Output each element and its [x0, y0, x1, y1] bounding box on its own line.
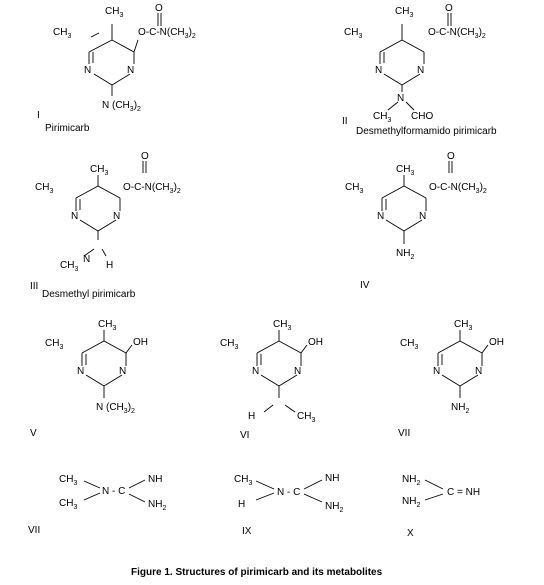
hydroxyl-label: OH — [133, 337, 148, 348]
dimethylamino-label: N (CH3)2 — [102, 100, 141, 113]
structure-vii-ring: CH3 CH3 OH N N NH2 VII — [398, 319, 504, 439]
structure-vii-guanidine: CH3 CH3 N - C NH NH2 VII — [28, 474, 166, 536]
amino-label: NH2 — [402, 496, 420, 509]
formyl-label: CHO — [411, 111, 433, 122]
oxygen-label: O — [445, 3, 453, 14]
structure-name: Desmethyl pirimicarb — [42, 289, 136, 300]
h-label: H — [248, 411, 255, 422]
ring-n-label: N — [433, 366, 440, 377]
ring-n-label: N — [127, 65, 134, 76]
ch3-label: CH3 — [220, 338, 238, 351]
ch3-label: CH3 — [35, 182, 53, 195]
carbamate-label: O-C-N(CH3)2 — [428, 27, 486, 40]
structure-numeral: IV — [360, 280, 370, 291]
amino-label: NH2 — [451, 402, 469, 415]
amino-label: NH2 — [325, 501, 343, 514]
ch3-label: CH3 — [400, 338, 418, 351]
hydroxyl-label: OH — [489, 337, 504, 348]
ch3-label: CH3 — [454, 319, 472, 332]
ch3-label: CH3 — [45, 338, 63, 351]
ring-n-label: N — [71, 211, 78, 222]
structure-ix: CH3 H N - C NH NH2 IX — [234, 473, 343, 537]
n-label: N — [397, 93, 404, 104]
amino-label: NH2 — [148, 499, 166, 512]
structure-numeral: V — [30, 428, 37, 439]
ch3-label: CH3 — [344, 27, 362, 40]
structure-numeral: X — [407, 528, 414, 539]
imino-label: NH — [325, 473, 339, 484]
n-label: N — [83, 254, 90, 265]
dimethylamino-label: N (CH3)2 — [96, 402, 135, 415]
structure-numeral: II — [342, 116, 348, 127]
ring-n-label: N — [119, 366, 126, 377]
amino-label: NH2 — [396, 248, 414, 261]
structure-v: CH3 CH3 OH N N N (CH3)2 V — [30, 319, 148, 439]
imine-label: C = NH — [447, 487, 480, 498]
carbamate-label: O-C-N(CH3)2 — [138, 27, 196, 40]
ch3-label: CH3 — [53, 27, 71, 40]
h-label: H — [106, 260, 113, 271]
structure-numeral: IX — [242, 526, 252, 537]
figure-caption: Figure 1. Structures of pirimicarb and i… — [131, 567, 383, 578]
ring-n-label: N — [294, 366, 301, 377]
structure-name: Desmethylformamido pirimicarb — [356, 126, 497, 137]
structure-x: NH2 NH2 C = NH X — [402, 474, 480, 539]
ch3-label: CH3 — [98, 319, 116, 332]
ch3-label: CH3 — [373, 111, 391, 124]
ch3-label: CH3 — [59, 474, 77, 487]
ch3-label: CH3 — [59, 498, 77, 511]
ch3-label: CH3 — [105, 6, 123, 19]
ring-n-label: N — [475, 366, 482, 377]
amino-label: NH2 — [402, 474, 420, 487]
ch3-label: CH3 — [234, 474, 252, 487]
ring-n-label: N — [419, 211, 426, 222]
n-c-label: N - C — [277, 487, 300, 498]
ring-n-label: N — [375, 65, 382, 76]
ch3-label: CH3 — [395, 6, 413, 19]
ring-n-label: N — [77, 366, 84, 377]
ring-n-label: N — [377, 211, 384, 222]
imino-label: NH — [148, 474, 162, 485]
carbamate-label: O-C-N(CH3)2 — [429, 182, 487, 195]
ch3-label: CH3 — [396, 164, 414, 177]
n-c-label: N - C — [102, 486, 125, 497]
structure-numeral: III — [30, 281, 38, 292]
ring-n-label: N — [252, 366, 259, 377]
structure-numeral: VII — [28, 525, 40, 536]
structure-i: CH3 CH3 O O-C-N(CH3)2 N N N (CH3)2 I Pir… — [37, 3, 196, 134]
structure-iv: CH3 CH3 O O-C-N(CH3)2 N N NH2 IV — [345, 151, 487, 291]
hydroxyl-label: OH — [308, 337, 323, 348]
ch3-label: CH3 — [273, 319, 291, 332]
oxygen-label: O — [141, 151, 149, 162]
oxygen-label: O — [155, 3, 163, 14]
ring-n-label: N — [84, 65, 91, 76]
structure-ii: CH3 CH3 O O-C-N(CH3)2 N N N CH3 CHO II D… — [342, 3, 497, 137]
ring-n-label: N — [417, 65, 424, 76]
h-label: H — [238, 499, 245, 510]
structure-name: Pirimicarb — [45, 123, 90, 134]
oxygen-label: O — [447, 151, 455, 162]
ch3-label: CH3 — [345, 182, 363, 195]
structure-numeral: VII — [398, 428, 410, 439]
structure-numeral: VI — [240, 430, 249, 441]
ring-n-label: N — [113, 211, 120, 222]
structure-iii: CH3 CH3 O O-C-N(CH3)2 N N CH3 N H III De… — [30, 151, 181, 300]
structure-vi: CH3 CH3 OH N N H CH3 VI — [220, 319, 323, 441]
ch3-label: CH3 — [60, 260, 78, 273]
ch3-label: CH3 — [90, 164, 108, 177]
carbamate-label: O-C-N(CH3)2 — [123, 182, 181, 195]
ch3-label: CH3 — [297, 411, 315, 424]
structure-numeral: I — [37, 110, 40, 121]
